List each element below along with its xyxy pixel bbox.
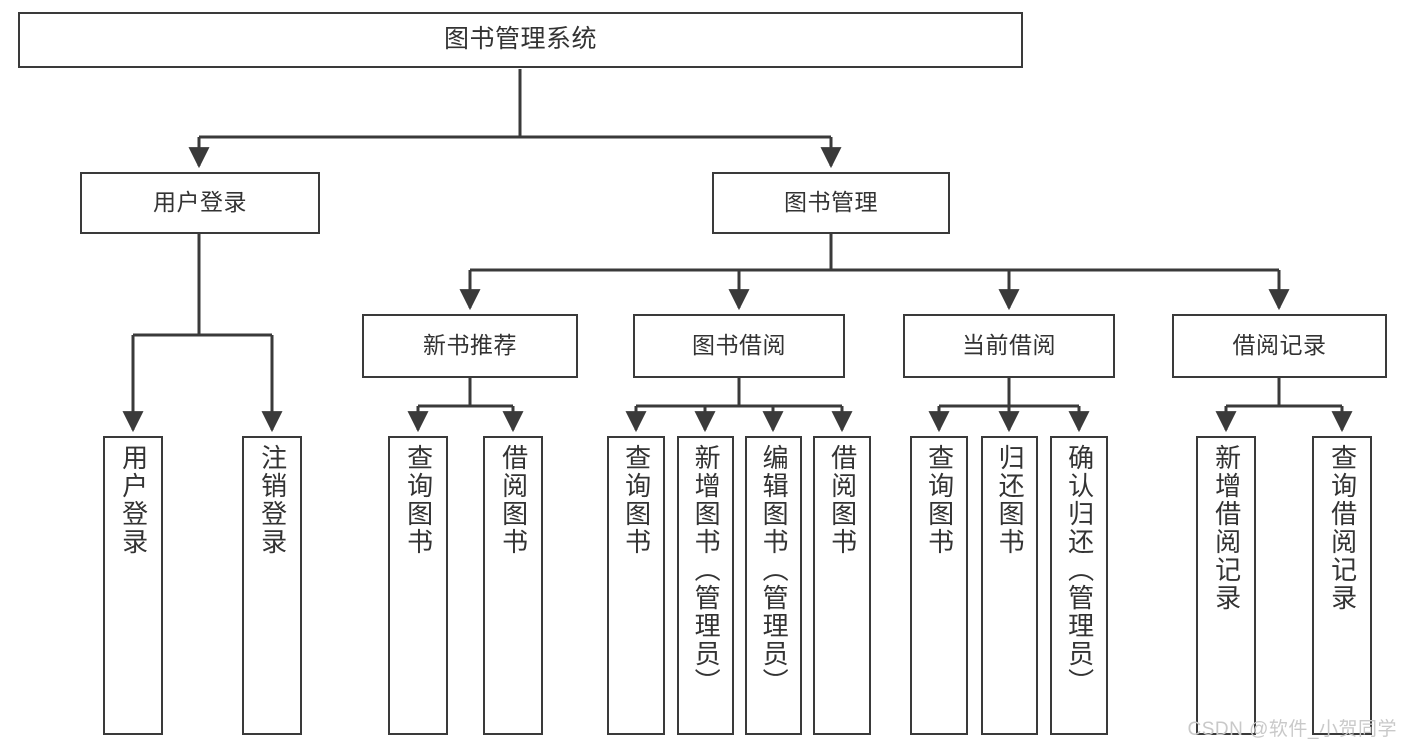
leaf-borrow-book-recommend[interactable]: 借阅图书 (483, 436, 543, 735)
node-label: 借阅图书 (498, 444, 529, 556)
node-label: 用户登录 (118, 444, 149, 556)
node-label: 确认归还（管理员） (1064, 444, 1095, 696)
node-label: 归还图书 (995, 444, 1026, 556)
node-label: 借阅图书 (827, 444, 858, 556)
leaf-confirm-return-admin[interactable]: 确认归还（管理员） (1050, 436, 1108, 735)
leaf-query-book-borrow[interactable]: 查询图书 (607, 436, 665, 735)
leaf-borrow-book[interactable]: 借阅图书 (813, 436, 871, 735)
node-label: 新增图书（管理员） (691, 444, 722, 696)
node-label: 图书借阅 (692, 332, 786, 359)
node-label: 图书管理系统 (443, 25, 597, 54)
node-label: 用户登录 (153, 189, 247, 216)
leaf-logout-login[interactable]: 注销登录 (242, 436, 302, 735)
node-label: 查询图书 (924, 444, 955, 556)
node-label: 当前借阅 (962, 332, 1056, 359)
node-book-management[interactable]: 图书管理 (712, 172, 950, 234)
node-root-system[interactable]: 图书管理系统 (18, 12, 1023, 68)
leaf-query-book-current[interactable]: 查询图书 (910, 436, 968, 735)
node-new-book-recommend[interactable]: 新书推荐 (362, 314, 578, 378)
node-label: 注销登录 (257, 444, 288, 556)
csdn-watermark: CSDN @软件_小贺同学 (1187, 719, 1397, 740)
node-label: 查询图书 (403, 444, 434, 556)
node-label: 新增借阅记录 (1211, 444, 1242, 612)
node-label: 查询图书 (621, 444, 652, 556)
node-label: 新书推荐 (423, 332, 517, 359)
node-label: 查询借阅记录 (1327, 444, 1358, 612)
node-label: 图书管理 (784, 189, 878, 216)
leaf-return-book[interactable]: 归还图书 (981, 436, 1038, 735)
node-user-login[interactable]: 用户登录 (80, 172, 320, 234)
node-label: 编辑图书（管理员） (759, 444, 790, 696)
node-borrow-record[interactable]: 借阅记录 (1172, 314, 1387, 378)
leaf-query-borrow-record[interactable]: 查询借阅记录 (1312, 436, 1372, 735)
node-label: 借阅记录 (1232, 332, 1327, 359)
leaf-query-book-recommend[interactable]: 查询图书 (388, 436, 448, 735)
leaf-edit-book-admin[interactable]: 编辑图书（管理员） (745, 436, 802, 735)
node-book-borrow[interactable]: 图书借阅 (633, 314, 845, 378)
node-current-borrow[interactable]: 当前借阅 (903, 314, 1115, 378)
leaf-add-book-admin[interactable]: 新增图书（管理员） (677, 436, 734, 735)
leaf-user-login[interactable]: 用户登录 (103, 436, 163, 735)
leaf-add-borrow-record[interactable]: 新增借阅记录 (1196, 436, 1256, 735)
